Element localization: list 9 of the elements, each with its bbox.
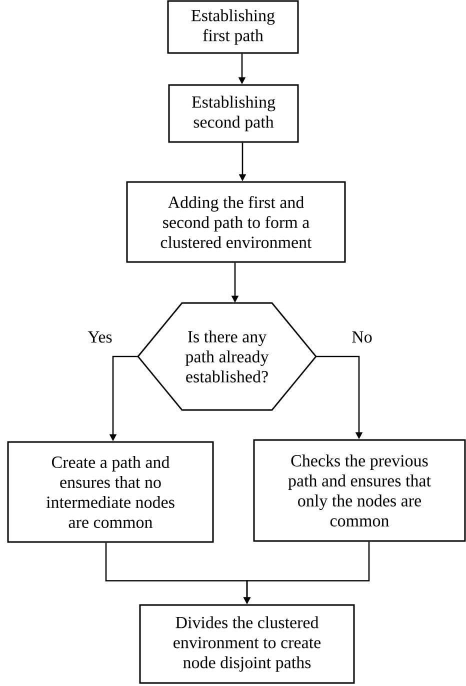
edge-label: No	[350, 330, 374, 344]
process-box: Divides the clustered environment to create node disjoint paths	[139, 604, 355, 684]
process-box: Establishing first path	[167, 0, 299, 54]
process-box: Create a path and ensures that no intermediate nodes are common	[7, 441, 214, 543]
process-box: Adding the first and second path to form a clustered environment	[126, 181, 346, 263]
decision-hexagon: Is there any path already established?	[137, 302, 317, 411]
process-box: Establishing second path	[168, 84, 299, 143]
process-box: Checks the previous path and ensures that only the nodes are common	[253, 439, 466, 542]
edge-label: Yes	[86, 330, 114, 344]
